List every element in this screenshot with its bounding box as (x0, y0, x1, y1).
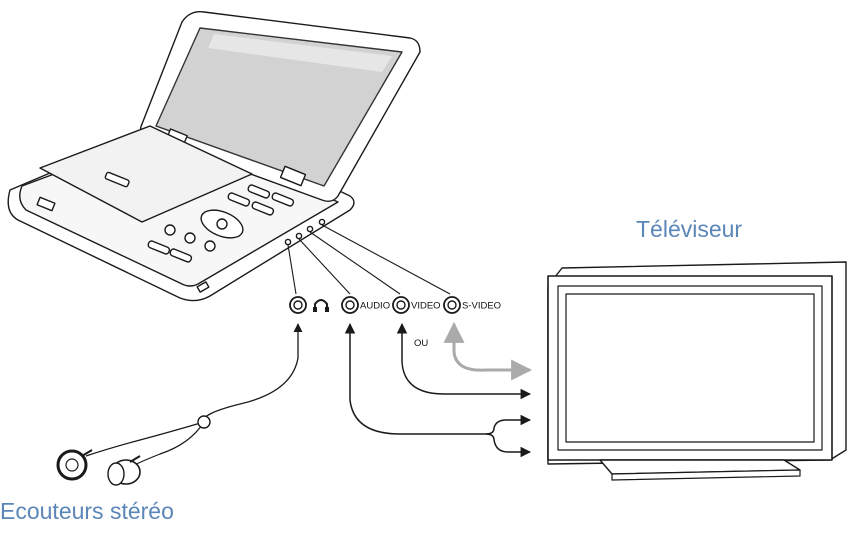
port-label-video: VIDEO (411, 301, 441, 312)
svideo-cable (443, 321, 533, 381)
audio-cable (344, 322, 532, 435)
television (547, 261, 847, 481)
tv-label: Téléviseur (636, 216, 743, 242)
cables (85, 321, 533, 469)
dvd-player (7, 11, 421, 302)
earphones (56, 415, 211, 486)
earphone-cable (203, 323, 303, 423)
port-audio: AUDIO (341, 296, 390, 314)
port-headphone (289, 296, 307, 314)
port-video: VIDEO (392, 296, 441, 314)
or-label: OU (414, 338, 428, 349)
port-svideo: S-VIDEO (443, 296, 501, 314)
earphone-label: Ecouteurs stéréo (0, 498, 174, 524)
port-row: AUDIO VIDEO S-VIDEO OU (289, 296, 501, 349)
port-label-audio: AUDIO (360, 301, 390, 312)
audio-cable-branch (485, 433, 532, 458)
jack-leader-lines (287, 224, 451, 295)
port-label-svideo: S-VIDEO (462, 301, 501, 312)
video-cable (396, 322, 532, 400)
headphone-icon (313, 299, 329, 312)
